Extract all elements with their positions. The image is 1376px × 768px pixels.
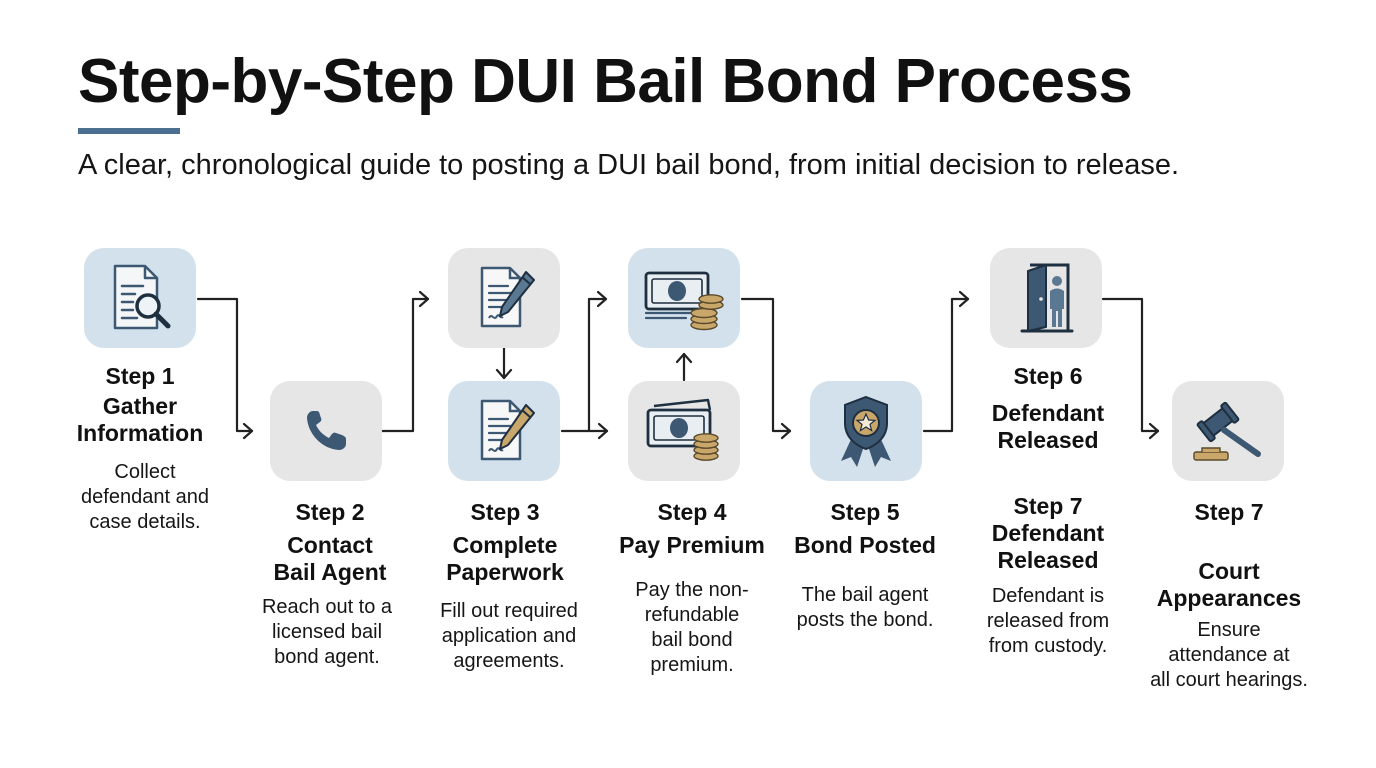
step-7-released-label: Step 7 Defendant Released bbox=[955, 493, 1141, 574]
door-person-icon bbox=[1020, 263, 1074, 333]
money-coins-icon bbox=[644, 271, 724, 331]
step-4-desc-line2: refundable bbox=[644, 604, 740, 626]
document-search-icon bbox=[113, 264, 171, 330]
step-5-desc-line1: The bail agent bbox=[801, 584, 929, 606]
step-3-desc-line2: application and bbox=[441, 625, 577, 647]
arrowhead-3-4b bbox=[597, 422, 609, 440]
gavel-icon bbox=[1193, 401, 1261, 461]
step-5-number: Step 5 bbox=[830, 499, 900, 525]
step-3-tile-top bbox=[448, 248, 560, 348]
step-7-court-desc-line2: attendance at bbox=[1168, 644, 1290, 666]
step-7-court-label: Step 7 Court Appearances bbox=[1136, 499, 1322, 612]
step-7-court-title-line1: Court bbox=[1198, 558, 1260, 584]
step-6-title-line1: Defendant bbox=[991, 400, 1105, 426]
step-3-description: Fill out required application and agreem… bbox=[410, 599, 608, 674]
paperwork-pen-icon bbox=[480, 399, 535, 461]
step-4-desc-line3: bail bond bbox=[651, 629, 733, 651]
step-7-tile bbox=[1172, 381, 1284, 481]
arrowhead-2-3 bbox=[418, 290, 430, 308]
step-4-tile-bottom bbox=[628, 381, 740, 481]
step-2-desc-line3: bond agent. bbox=[274, 646, 380, 668]
arrowhead-3-4a bbox=[596, 290, 608, 308]
step-3-tile-bottom bbox=[448, 381, 560, 481]
step-7-court-desc-line3: all court hearings. bbox=[1150, 669, 1308, 691]
step-7-released-number: Step 7 bbox=[1013, 493, 1083, 519]
connector-6-7 bbox=[1101, 297, 1160, 433]
title-underline bbox=[78, 128, 180, 134]
step-4-number: Step 4 bbox=[657, 499, 727, 525]
step-4-desc-line1: Pay the non- bbox=[635, 579, 749, 601]
phone-icon bbox=[307, 411, 346, 450]
step-2-label: Step 2 Contact Bail Agent bbox=[240, 499, 420, 586]
step-7-released-title-line2: Released bbox=[997, 547, 1099, 573]
page-title: Step-by-Step DUI Bail Bond Process bbox=[78, 47, 1133, 116]
step-1-title-line2: Information bbox=[76, 420, 204, 446]
step-7-court-title-line2: Appearances bbox=[1156, 585, 1302, 611]
step-1-title-line1: Gather bbox=[102, 393, 178, 419]
step-1-tile bbox=[84, 248, 196, 348]
page-subtitle: A clear, chronological guide to posting … bbox=[78, 149, 1180, 181]
paperwork-pen-icon bbox=[480, 266, 535, 328]
connector-5-6 bbox=[922, 297, 970, 433]
step-2-title-line2: Bail Agent bbox=[273, 559, 387, 585]
arrowhead-6-7 bbox=[1148, 422, 1160, 440]
step-6-number: Step 6 bbox=[1013, 363, 1083, 389]
step-5-tile bbox=[810, 381, 922, 481]
arrowhead-1-2 bbox=[242, 422, 254, 440]
step-5-desc-line2: posts the bond. bbox=[796, 609, 934, 631]
step-7-released-title-line1: Defendant bbox=[991, 520, 1105, 546]
step-1-label: Step 1 Gather Information bbox=[55, 363, 225, 447]
arrowhead-4-5 bbox=[780, 422, 792, 440]
step-3-title-line2: Paperwork bbox=[446, 559, 564, 585]
step-4-title-line1: Pay Premium bbox=[619, 532, 765, 558]
step-2-description: Reach out to a licensed bail bond agent. bbox=[237, 595, 417, 670]
step-6-title-line2: Released bbox=[997, 427, 1099, 453]
step-2-desc-line1: Reach out to a bbox=[261, 596, 393, 618]
arrowhead-5-6 bbox=[958, 290, 970, 308]
step-5-title-line1: Bond Posted bbox=[794, 532, 936, 558]
step-7-released-desc-line3: from custody. bbox=[988, 635, 1108, 657]
step-3-number: Step 3 bbox=[470, 499, 540, 525]
connector-2-3 bbox=[380, 297, 430, 433]
step-7-court-desc-line1: Ensure bbox=[1197, 619, 1261, 641]
step-2-title-line1: Contact bbox=[287, 532, 373, 558]
connector-4-5 bbox=[740, 297, 792, 433]
step-4-tile-top bbox=[628, 248, 740, 348]
step-5-description: The bail agent posts the bond. bbox=[775, 583, 955, 633]
step-2-desc-line2: licensed bail bbox=[271, 621, 383, 643]
connector-3-4a bbox=[587, 297, 608, 433]
step-1-desc-line1: Collect bbox=[114, 461, 176, 483]
step-4-description: Pay the non- refundable bail bond premiu… bbox=[602, 578, 782, 678]
step-1-description: Collect defendant and case details. bbox=[55, 460, 235, 535]
step-3-label: Step 3 Complete Paperwork bbox=[415, 499, 595, 586]
step-5-label: Step 5 Bond Posted bbox=[775, 499, 955, 559]
step-6-tile bbox=[990, 248, 1102, 348]
arrowhead-3-down bbox=[495, 368, 513, 380]
step-7-court-description: Ensure attendance at all court hearings. bbox=[1126, 618, 1332, 693]
step-2-number: Step 2 bbox=[295, 499, 365, 525]
step-1-desc-line3: case details. bbox=[89, 511, 201, 533]
step-7-released-desc-line1: Defendant is bbox=[991, 585, 1105, 607]
step-6-label: Step 6 Defendant Released bbox=[955, 363, 1141, 454]
step-3-title-line1: Complete bbox=[452, 532, 558, 558]
step-2-tile bbox=[270, 381, 382, 481]
connector-1-2 bbox=[196, 297, 254, 433]
arrowhead-4-up bbox=[675, 352, 693, 364]
step-3-desc-line1: Fill out required bbox=[440, 600, 578, 622]
step-7-court-number: Step 7 bbox=[1194, 499, 1264, 525]
step-1-number: Step 1 bbox=[105, 363, 175, 389]
step-4-label: Step 4 Pay Premium bbox=[600, 499, 784, 559]
step-1-desc-line2: defendant and bbox=[81, 486, 209, 508]
badge-star-icon bbox=[841, 395, 891, 467]
step-7-released-description: Defendant is released from from custody. bbox=[955, 584, 1141, 659]
step-7-released-desc-line2: released from bbox=[986, 610, 1110, 632]
step-4-desc-line4: premium. bbox=[650, 654, 734, 676]
money-coins-icon bbox=[646, 398, 719, 461]
step-3-desc-line3: agreements. bbox=[453, 650, 565, 672]
